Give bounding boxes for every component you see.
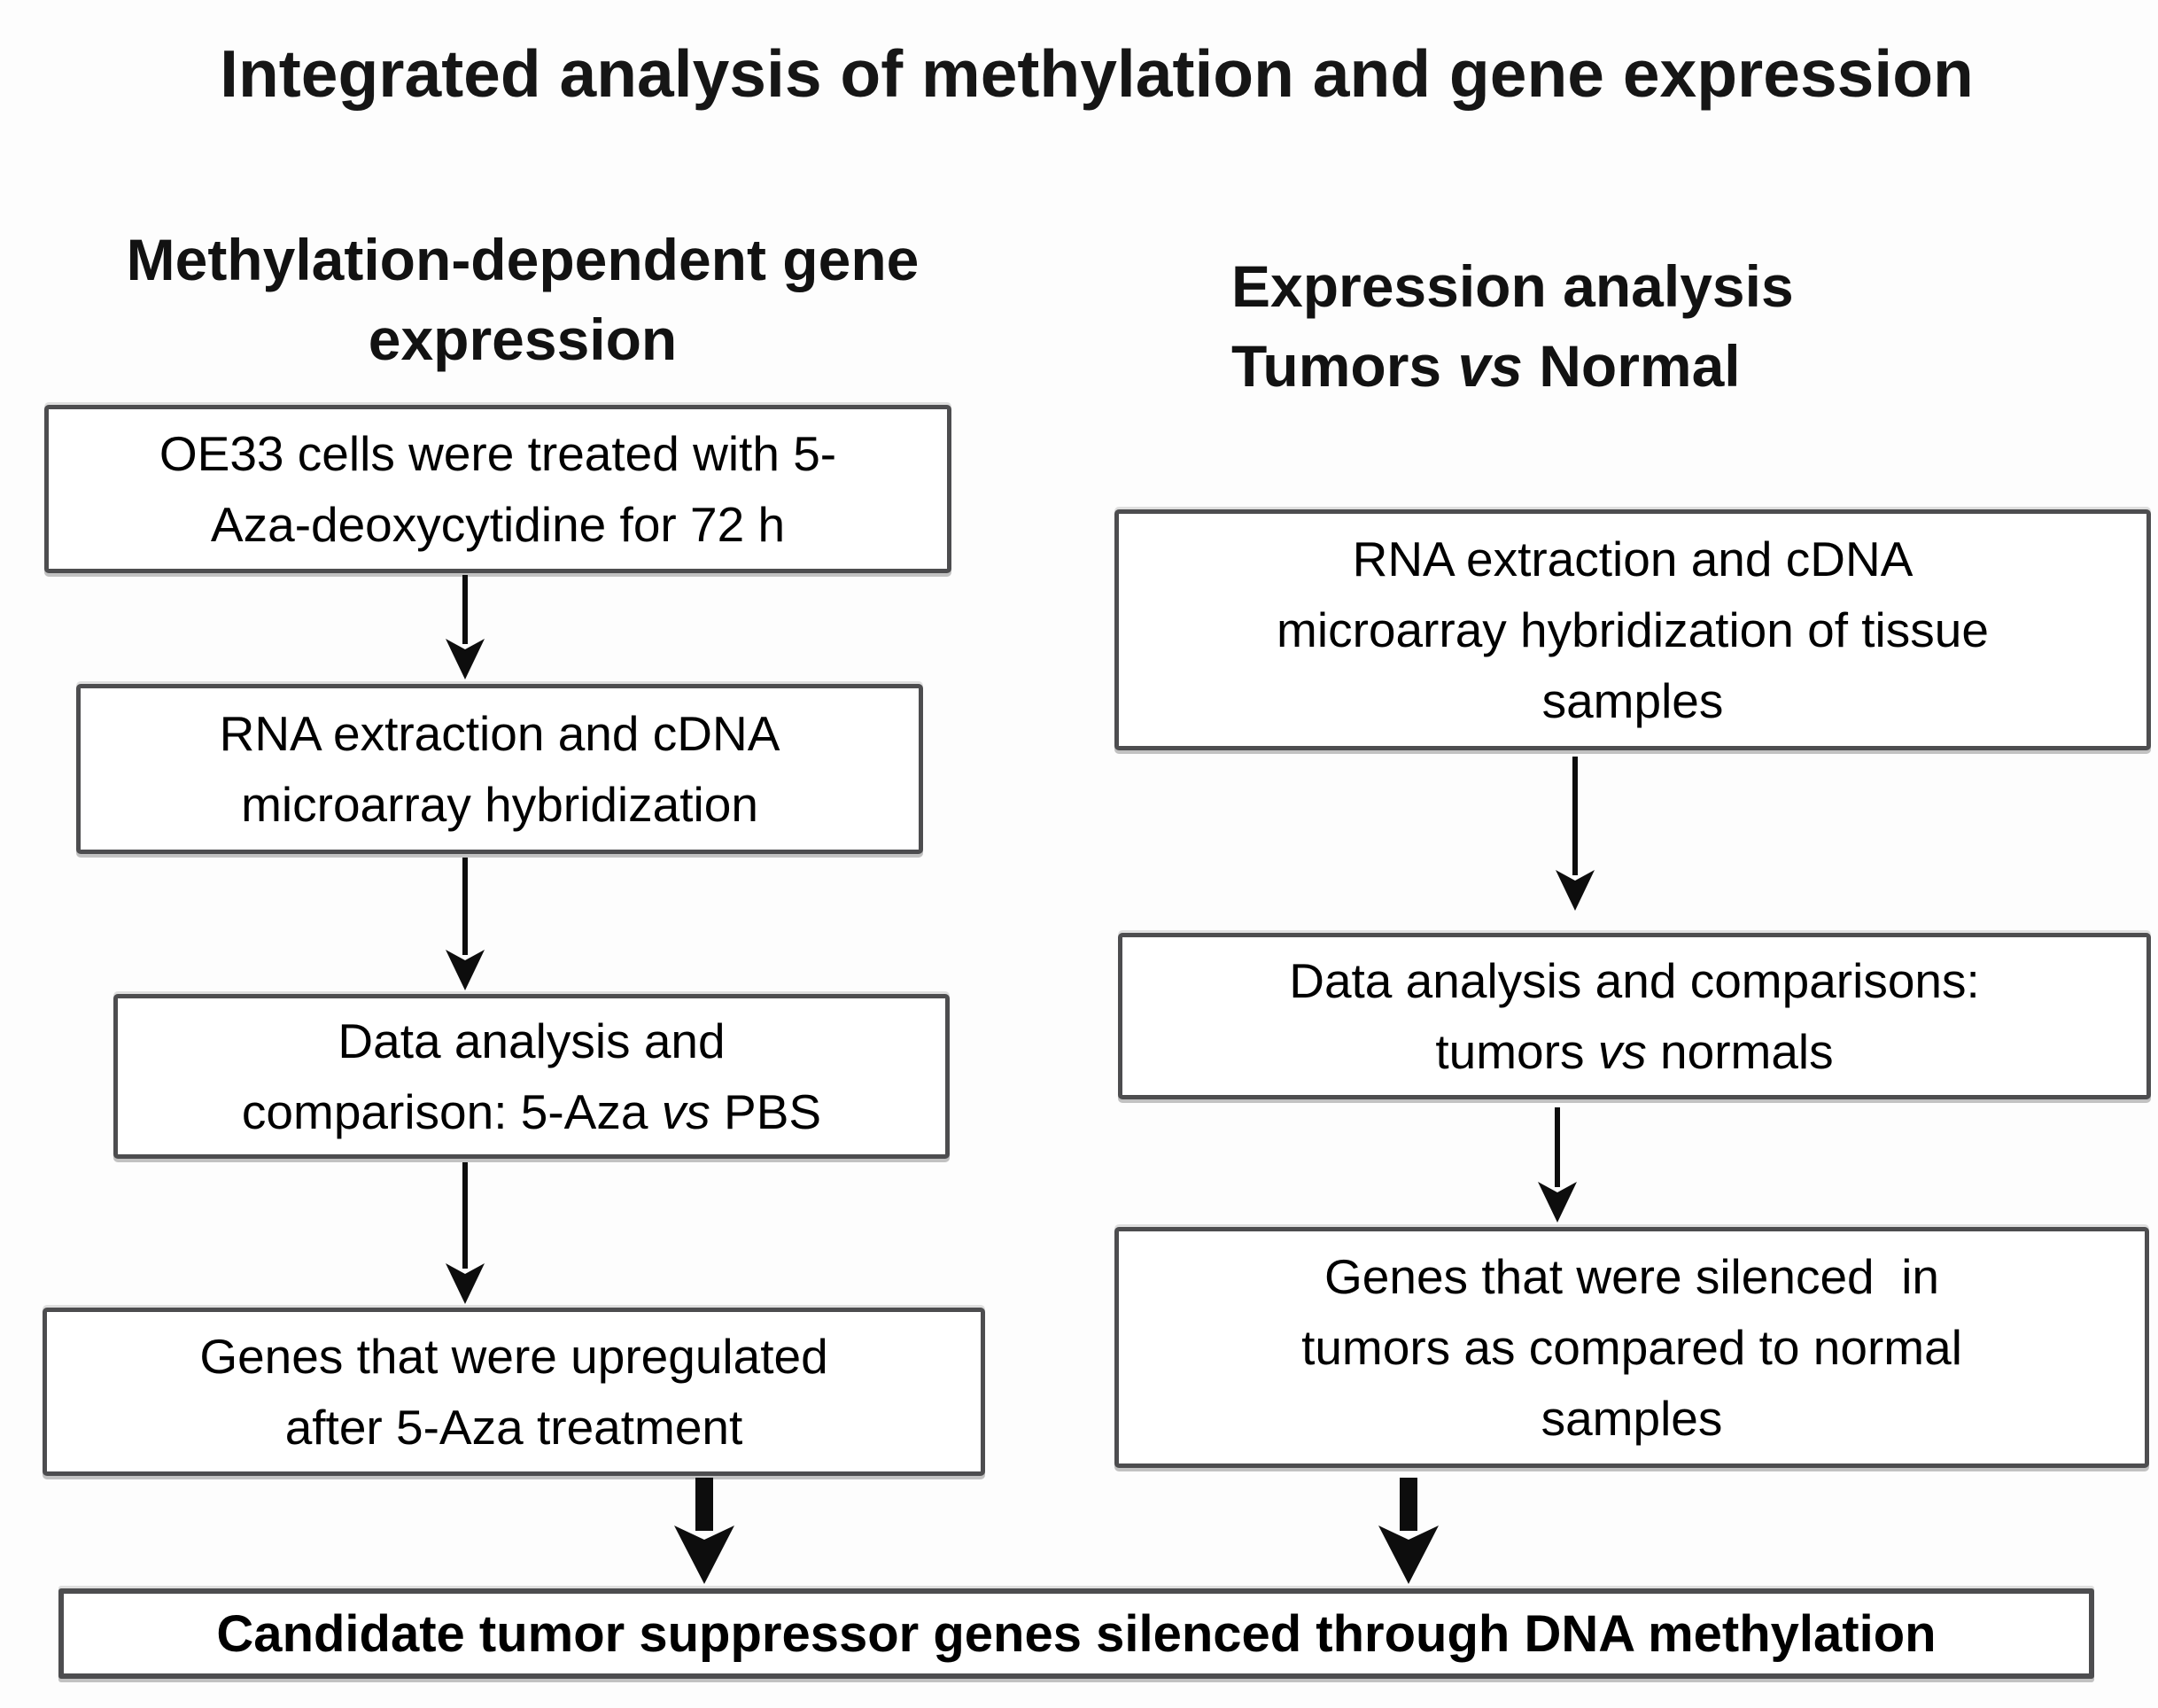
figure-title: Integrated analysis of methylation and g… bbox=[220, 36, 1974, 111]
down-arrow-icon bbox=[1556, 757, 1595, 911]
box-oe33-5aza-treatment: OE33 cells were treated with 5-Aza-deoxy… bbox=[44, 405, 951, 573]
thick-down-arrow-icon bbox=[1378, 1478, 1439, 1584]
down-arrow-icon bbox=[446, 1162, 485, 1304]
down-arrow-icon bbox=[446, 575, 485, 679]
box-data-analysis-tumors-vs-normals: Data analysis and comparisons:tumors vs … bbox=[1118, 933, 2151, 1099]
box-candidate-tumor-suppressor-genes: Candidate tumor suppressor genes silence… bbox=[58, 1588, 2094, 1679]
down-arrow-icon bbox=[446, 858, 485, 990]
down-arrow-icon bbox=[1538, 1107, 1577, 1223]
thick-down-arrow-icon bbox=[674, 1478, 734, 1584]
